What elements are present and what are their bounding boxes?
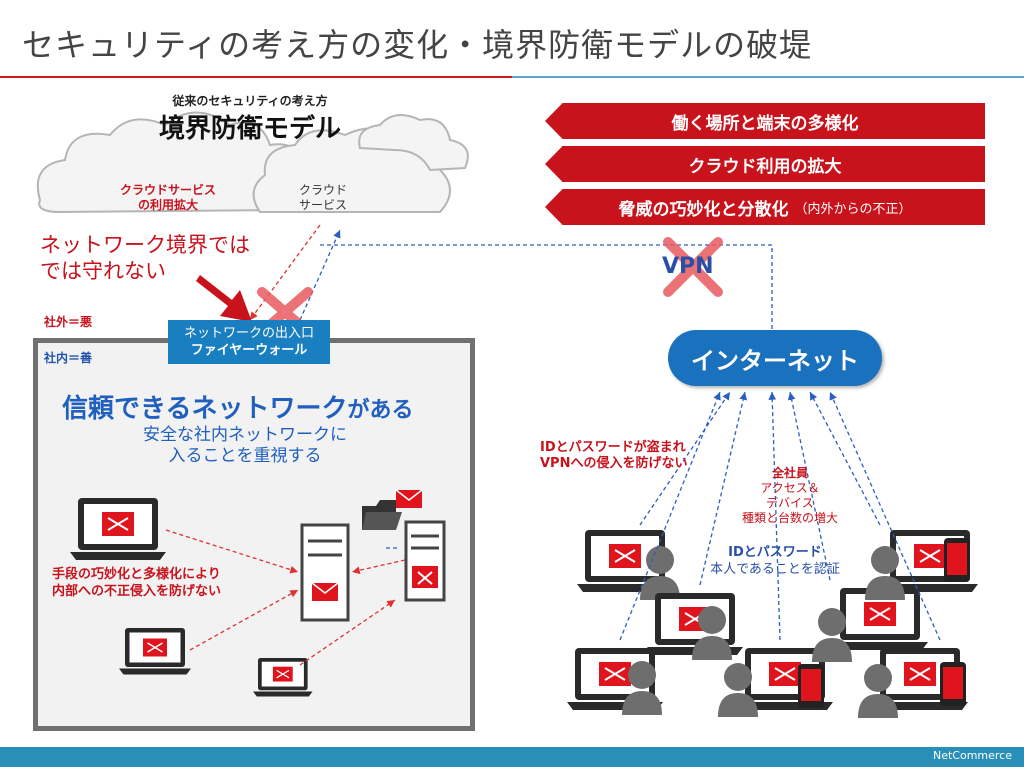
internet-node: インターネット (668, 330, 882, 386)
footer-logo: NetCommerce (932, 749, 1012, 762)
x-mark-vpn (663, 237, 723, 297)
server-secondary (404, 520, 446, 602)
trusted-network-text: 信頼できるネットワークがある (62, 394, 414, 424)
banner-cloud-expansion: クラウド利用の拡大 (545, 146, 985, 182)
vpn-label: VPN (662, 254, 714, 279)
traditional-subtitle: 従来のセキュリティの考え方 (172, 94, 328, 108)
server-main (300, 523, 350, 622)
banner-diversified-devices: 働く場所と端末の多様化 (545, 103, 985, 139)
cloud-group (36, 111, 469, 214)
firewall-box: ネットワークの出入口 ファイヤーウォール (168, 320, 330, 364)
outside-label: 社外＝悪 (44, 315, 93, 329)
folder-icon (362, 489, 423, 530)
page-title: セキュリティの考え方の変化・境界防衛モデルの破堤 (22, 26, 813, 64)
cloud-usage-label: クラウドサービス の利用拡大 (119, 183, 216, 212)
traditional-title: 境界防衛モデル (158, 114, 341, 144)
footer-bar (0, 747, 1024, 767)
laptop-inside-1 (69, 497, 167, 561)
id-stolen-warning: IDとパスワードが盗まれ VPNへの侵入を防げない (540, 440, 688, 471)
safe-network-text: 安全な社内ネットワークに 入ることを重視する (143, 425, 347, 466)
cloud-service-label: クラウド サービス (298, 183, 347, 212)
all-staff-note: 全社員 アクセス＆ デバイス 種類と台数の増大 (741, 466, 838, 525)
id-password-note: IDとパスワード 本人であることを認証 (710, 545, 840, 577)
title-underline-blue (512, 76, 1024, 78)
banner-threat-diversification: 脅威の巧妙化と分散化（内外からの不正） (545, 189, 985, 225)
boundary-warning: ネットワーク境界では では守れない (40, 233, 250, 283)
internal-intrusion-warning: 手段の巧妙化と多様化により 内部への不正侵入を防げない (52, 567, 222, 599)
inside-label: 社内＝善 (44, 351, 93, 365)
